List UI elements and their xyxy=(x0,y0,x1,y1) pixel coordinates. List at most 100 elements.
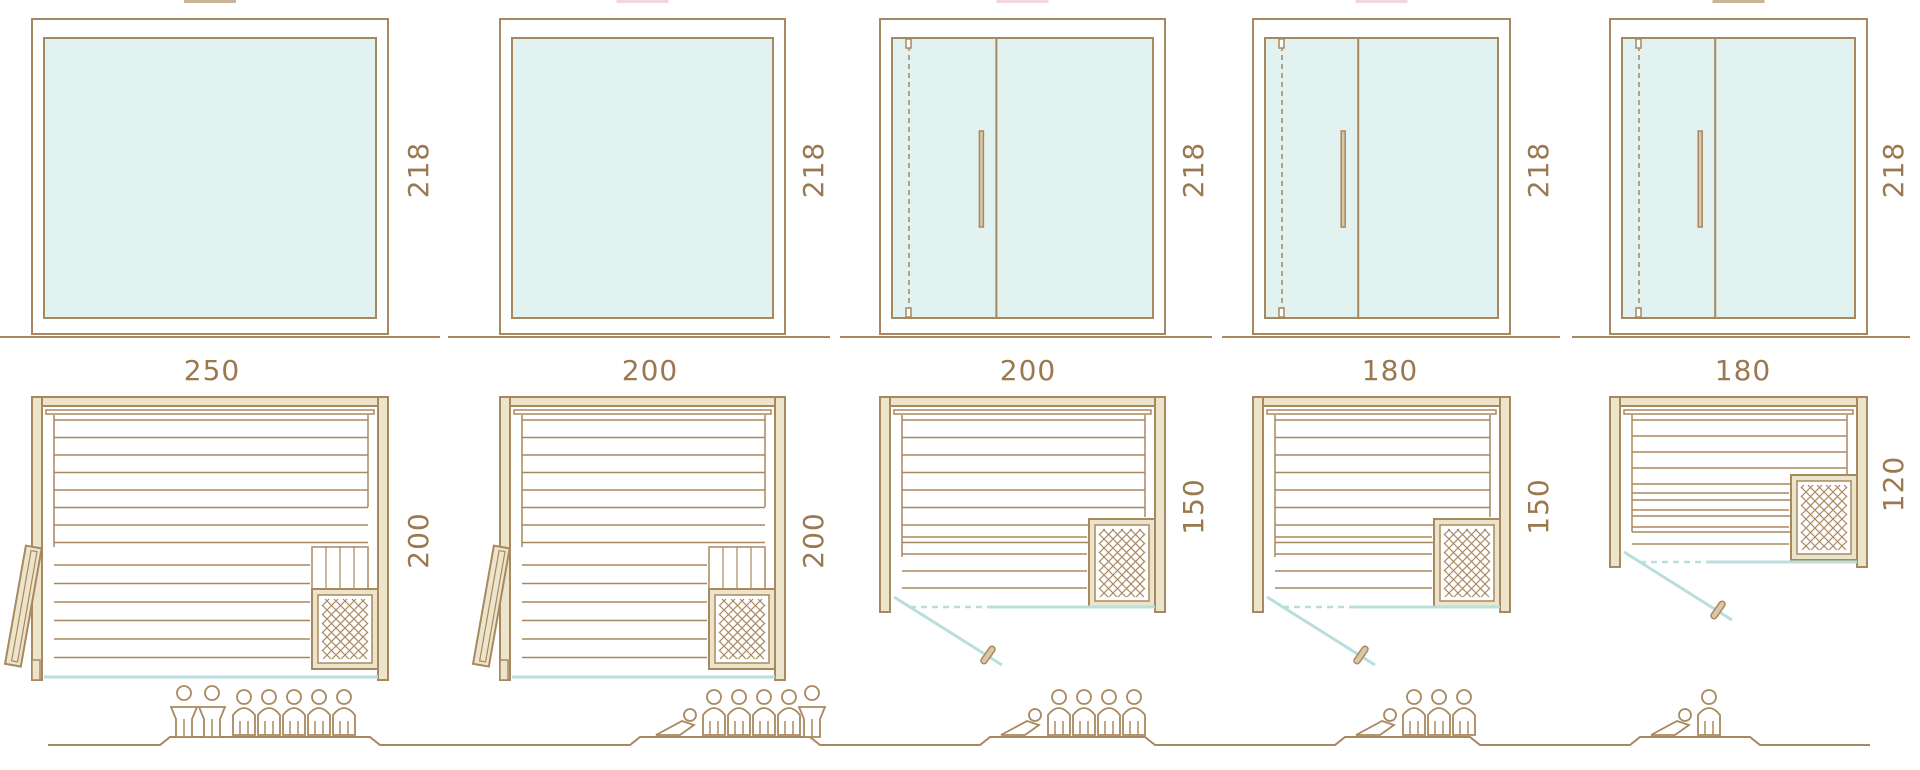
torso xyxy=(1697,707,1721,736)
lattice-line xyxy=(321,631,350,660)
lattice-line xyxy=(737,631,766,660)
lattice-line xyxy=(1800,484,1805,489)
torso xyxy=(1072,707,1096,736)
door-handle-icon xyxy=(1340,130,1346,228)
handle-bar xyxy=(980,645,996,665)
lattice-line xyxy=(1098,528,1115,545)
backrest-frame xyxy=(893,409,1152,415)
head xyxy=(1383,708,1397,722)
reclining-person-icon xyxy=(1355,708,1397,736)
door-handle-icon xyxy=(1697,130,1703,228)
lattice-line xyxy=(1834,484,1848,498)
hinge-top xyxy=(905,38,912,49)
width-label: 250 xyxy=(184,354,240,387)
lattice-line xyxy=(719,613,766,660)
depth-label: 150 xyxy=(1522,478,1555,534)
elevation-model-2: 218 200 xyxy=(448,0,830,387)
right-wall xyxy=(1856,396,1868,568)
seated-person-icon xyxy=(307,689,331,736)
head xyxy=(236,689,252,705)
standing-person-icon xyxy=(169,685,199,738)
head xyxy=(706,689,722,705)
torso xyxy=(702,707,726,736)
head xyxy=(1028,708,1042,722)
lattice-line xyxy=(718,598,736,616)
torso xyxy=(727,707,751,736)
lattice-line xyxy=(321,613,368,660)
lattice-line xyxy=(1801,504,1848,551)
lattice-line xyxy=(718,598,763,643)
lattice-line xyxy=(1825,484,1848,507)
open-door xyxy=(471,544,511,668)
torso xyxy=(1452,707,1476,736)
head xyxy=(1126,689,1142,705)
right-wall xyxy=(377,396,389,681)
lattice-line xyxy=(1129,528,1146,545)
seated-person-icon xyxy=(332,689,356,736)
lattice-line xyxy=(1126,578,1146,598)
door-leaf-inner xyxy=(478,549,506,663)
bench-profile-line xyxy=(48,736,1870,746)
lattice-line xyxy=(1483,528,1491,536)
lattice-line xyxy=(757,598,766,607)
lattice-line xyxy=(349,640,369,660)
lattice-line xyxy=(1816,484,1848,516)
reclining-person-icon xyxy=(655,708,697,736)
width-label: 200 xyxy=(622,354,678,387)
lattice-line xyxy=(1443,528,1487,572)
torso xyxy=(257,707,281,736)
heater-inner xyxy=(1439,524,1495,602)
head xyxy=(1076,689,1092,705)
handle-bar xyxy=(1353,645,1369,665)
lattice-line xyxy=(718,631,747,660)
model-tab-marker xyxy=(1355,0,1408,3)
open-door-leaf xyxy=(1266,595,1376,667)
left-wall xyxy=(1252,396,1264,613)
back-wall xyxy=(1609,396,1868,407)
lattice-line xyxy=(1462,569,1491,598)
lattice-line xyxy=(1443,569,1472,598)
model-tab-marker xyxy=(1712,0,1765,3)
door-handle-icon xyxy=(1710,600,1726,620)
heater-inner xyxy=(1094,524,1150,602)
lattice-line xyxy=(321,598,339,616)
torso xyxy=(332,707,356,736)
lattice-line xyxy=(1443,542,1491,590)
heater-lattice-icon xyxy=(311,588,379,670)
back-wall xyxy=(31,396,389,407)
open-door xyxy=(3,544,43,668)
torso xyxy=(1402,707,1426,736)
lattice-line xyxy=(718,613,765,660)
seated-people-icon xyxy=(1650,689,1721,736)
lattice-line xyxy=(718,640,738,660)
open-door-leaf xyxy=(893,595,1003,667)
head xyxy=(1678,708,1692,722)
seated-person-icon xyxy=(702,689,726,736)
lattice-line xyxy=(333,598,369,634)
head xyxy=(781,689,797,705)
lattice-line xyxy=(1837,540,1848,551)
glass-panel xyxy=(891,37,1154,319)
lattice-line xyxy=(1465,528,1491,554)
lattice-line xyxy=(1828,531,1848,551)
head xyxy=(804,685,820,701)
head xyxy=(683,708,697,722)
capacity-profile-row xyxy=(48,685,1870,746)
hinge-bottom xyxy=(1278,307,1285,318)
torso xyxy=(232,707,256,736)
hinge-top xyxy=(1278,38,1285,49)
lattice-line xyxy=(1098,587,1109,598)
lattice-line xyxy=(322,613,369,660)
seated-people-icon xyxy=(169,685,356,738)
lattice-line xyxy=(1800,484,1814,498)
lattice-line xyxy=(1480,587,1491,598)
head xyxy=(1101,689,1117,705)
torso xyxy=(1097,707,1121,736)
backrest-frame xyxy=(1623,409,1854,415)
front-height-label: 218 xyxy=(797,142,830,198)
head xyxy=(1701,689,1717,705)
hinge-bottom xyxy=(905,307,912,318)
lattice-line xyxy=(1135,587,1146,598)
